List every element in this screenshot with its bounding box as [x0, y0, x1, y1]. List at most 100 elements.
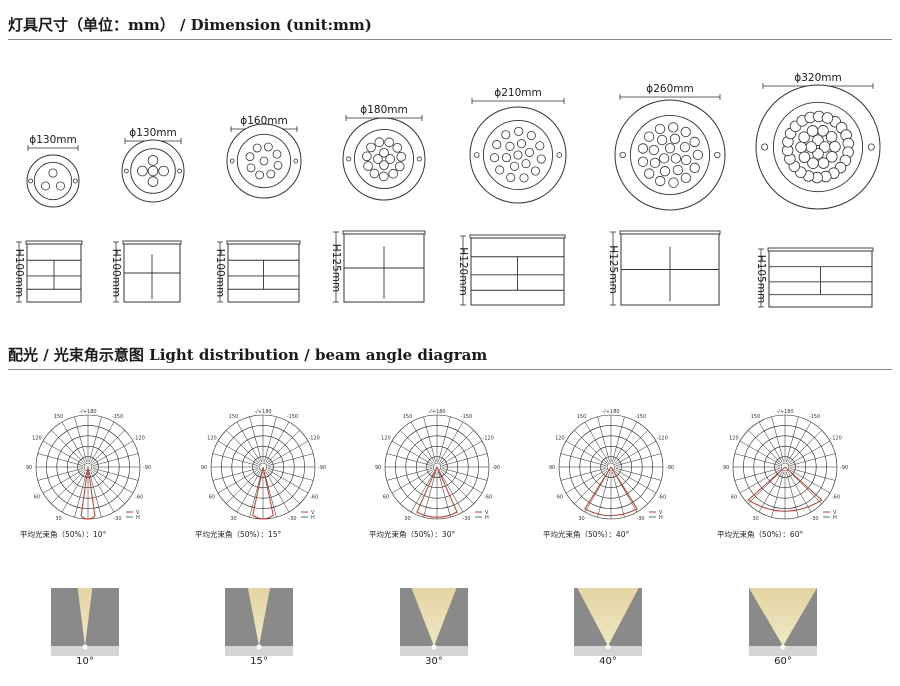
beam-curve: [416, 465, 458, 518]
polar-caption: 平均光束角（50%）：10°: [20, 530, 107, 539]
led-dot: [681, 154, 692, 166]
polar-spoke: [267, 453, 314, 466]
led-dot: [668, 177, 679, 188]
beam-illustration-1: [51, 588, 119, 656]
polar-angle-label: 60: [383, 495, 389, 501]
polar-spoke: [42, 440, 84, 465]
polar-angle-label: 120: [207, 436, 217, 442]
polar-angle-label: -30: [810, 516, 818, 522]
polar-spoke: [789, 468, 836, 481]
led-dot: [654, 123, 666, 135]
polar-spoke: [410, 421, 435, 463]
polar-angle-label: -120: [133, 436, 144, 442]
led-dot: [514, 126, 524, 136]
polar-spoke: [37, 453, 84, 466]
led-dot: [385, 154, 395, 164]
led-dot: [526, 130, 536, 141]
led-dot: [392, 142, 403, 153]
light-cone: [77, 588, 93, 646]
led-dot: [668, 122, 679, 133]
polar-angle-label: 60: [731, 495, 737, 501]
legend-label: V: [136, 510, 140, 516]
led-dot: [369, 168, 380, 179]
led-dot: [363, 161, 373, 171]
led-dot: [246, 163, 256, 173]
polar-angle-label: -150: [809, 414, 820, 420]
diameter-label: ϕ130mm: [29, 134, 76, 146]
led-dot: [252, 143, 262, 153]
led-dot: [48, 168, 58, 178]
height-label: H100mm: [214, 249, 226, 297]
led-dot: [664, 143, 676, 154]
polar-spoke: [771, 416, 784, 463]
screw-hole: [714, 151, 721, 159]
light-source: [82, 644, 88, 650]
beam-angle-label: 10°: [76, 656, 94, 667]
polar-spoke: [584, 421, 609, 463]
screw-hole: [293, 158, 299, 164]
height-label: H100mm: [13, 249, 25, 297]
polar-spoke: [597, 471, 610, 518]
led-dot: [259, 156, 269, 166]
beam-illustration-5: [749, 588, 817, 656]
polar-spoke: [249, 471, 262, 518]
polar-angle-label: 120: [381, 436, 391, 442]
polar-spoke: [266, 470, 300, 504]
led-dot: [272, 149, 282, 159]
polar-angle-label: 30: [578, 516, 584, 522]
polar-angle-label: -60: [658, 495, 666, 501]
polar-spoke: [787, 471, 812, 513]
polar-angle-label: -150: [287, 414, 298, 420]
polar-spoke: [614, 430, 648, 464]
polar-spoke: [391, 469, 433, 494]
polar-spoke: [440, 430, 474, 464]
polar-spoke: [615, 453, 662, 466]
fixture-lens-ring: [33, 161, 73, 201]
polar-spoke: [786, 416, 799, 463]
polar-spoke: [91, 470, 125, 504]
polar-caption: 平均光束角（50%）：40°: [543, 530, 630, 539]
legend-label: H: [833, 515, 837, 521]
led-dot: [689, 162, 700, 173]
led-dot: [807, 157, 819, 169]
led-dot: [396, 151, 407, 162]
led-dot: [692, 149, 703, 161]
polar-angle-label: -30: [113, 516, 121, 522]
legend-label: H: [136, 515, 140, 521]
screw-hole: [72, 178, 78, 184]
led-dot: [637, 156, 649, 167]
polar-top-label: -/+180: [79, 409, 96, 415]
beam-illustration-2: [225, 588, 293, 656]
polar-spoke: [612, 416, 625, 463]
polar-spoke: [574, 470, 608, 504]
polar-caption: 平均光束角（50%）：30°: [369, 530, 456, 539]
polar-spoke: [423, 471, 436, 518]
led-dot: [147, 155, 159, 166]
polar-spoke: [249, 416, 262, 463]
beam-angle-label: 60°: [774, 656, 792, 667]
beam-curve: [747, 466, 823, 512]
led-dot: [495, 165, 505, 175]
polar-angle-label: -30: [462, 516, 470, 522]
polar-spoke: [560, 468, 607, 481]
polar-spoke: [739, 469, 781, 494]
polar-angle-label: 150: [751, 414, 761, 420]
led-dot: [516, 139, 527, 149]
polar-spoke: [615, 469, 657, 494]
led-dot: [524, 147, 535, 157]
height-label: H125mm: [330, 244, 342, 292]
polar-angle-label: 30: [230, 516, 236, 522]
polar-spoke: [236, 471, 261, 513]
led-dot: [806, 125, 819, 137]
led-dot: [689, 136, 700, 148]
polar-angle-label: -30: [288, 516, 296, 522]
led-dot: [505, 141, 515, 151]
polar-angle-label: -90: [666, 465, 674, 471]
led-dot: [384, 137, 394, 148]
led-dot: [521, 159, 531, 169]
polar-angle-label: 150: [577, 414, 587, 420]
